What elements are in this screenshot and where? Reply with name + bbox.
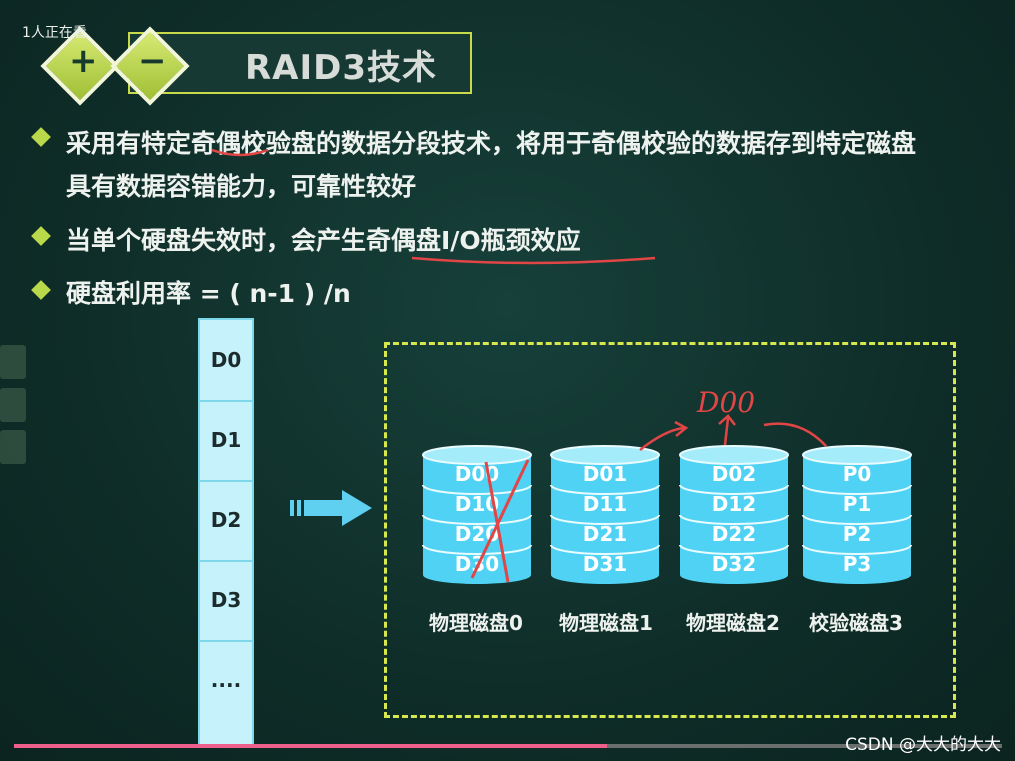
arrow-head: [674, 420, 689, 437]
arrow-stroke: [639, 426, 685, 451]
raid-array-frame: [384, 342, 956, 718]
side-tab-down[interactable]: [0, 430, 26, 464]
title-box: [128, 32, 472, 94]
disk-block-label: P3: [843, 552, 872, 576]
disk-label-1: 物理磁盘1: [559, 611, 653, 635]
minus-symbol: −: [138, 41, 167, 81]
disk-block-label: D22: [712, 522, 756, 546]
side-tab-up[interactable]: [0, 345, 26, 379]
disk-block-label: P1: [843, 492, 872, 516]
arrow-stroke: [763, 422, 827, 447]
bullet-2: 当单个硬盘失效时，会产生奇偶盘I/O瓶颈效应: [66, 226, 581, 255]
bullet-1-line-1: 采用有特定奇偶校验盘的数据分段技术，将用于奇偶校验的数据存到特定磁盘: [66, 129, 917, 158]
cross-stroke: [470, 459, 530, 579]
viewer-count: 1人正在看: [22, 25, 87, 41]
bullet-3: 硬盘利用率 = ( n-1 ) /n: [66, 279, 351, 308]
side-tab-middle[interactable]: [0, 388, 26, 422]
disk-block-label: D00: [455, 462, 499, 486]
disk-block-label: D02: [712, 462, 756, 486]
disk-block-label: D31: [583, 552, 627, 576]
disk-block-label: D01: [583, 462, 627, 486]
arrow-stroke: [723, 417, 730, 446]
disk-block-label: P0: [843, 462, 872, 486]
disk-label-2: 物理磁盘2: [686, 611, 780, 635]
disk-block-label: D11: [583, 492, 627, 516]
disk-label-0: 物理磁盘0: [429, 611, 523, 635]
right-arrow-icon: [290, 490, 372, 526]
underline-stroke: [211, 148, 269, 157]
stripe-cell: ....: [210, 668, 242, 692]
arrow-head: [718, 414, 736, 426]
disk-block-label: P2: [843, 522, 872, 546]
video-progress-fill[interactable]: [14, 744, 607, 748]
plus-symbol: +: [69, 41, 98, 81]
stripe-cell: D1: [200, 400, 252, 482]
bullet-1-line-2: 具有数据容错能力，可靠性较好: [66, 172, 417, 201]
disk-block-label: D21: [583, 522, 627, 546]
stripe-cell: D2: [200, 480, 252, 562]
disk-cylinder-0: D00D10D20D30: [422, 445, 532, 584]
watermark: CSDN @大大的大大: [845, 735, 1001, 755]
disk-label-3: 校验磁盘3: [809, 611, 903, 635]
handwritten-note: D00: [696, 386, 755, 419]
stripe-cell: D3: [200, 560, 252, 642]
data-stripe-column: D0 D1 D2 D3 ....: [198, 318, 254, 748]
slide-title: RAID3技术: [245, 48, 438, 88]
disk-block-label: D12: [712, 492, 756, 516]
disk-block-label: D32: [712, 552, 756, 576]
stripe-cell: D0: [200, 320, 252, 402]
underline-stroke: [411, 256, 656, 265]
